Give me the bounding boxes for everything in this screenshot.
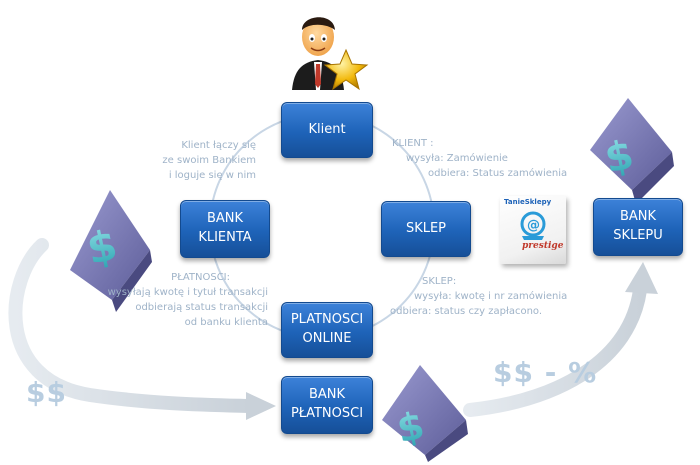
node-sklep-label: SKLEP	[405, 220, 447, 236]
money-right-label: $$ - %	[493, 356, 598, 389]
note-platnosci-line: wysyłają kwotę i tytuł transakcji	[107, 287, 268, 298]
node-bank-klienta: BANK KLIENTA	[180, 200, 270, 258]
shop-product-text: prestige	[522, 241, 564, 251]
note-klient-sklep-line: KLIENT :	[392, 138, 434, 149]
note-platnosci: PŁATNOSCI: wysyłają kwotę i tytuł transa…	[60, 270, 268, 330]
node-bank-klienta-line2: KLIENTA	[198, 230, 252, 245]
left-arrow-head	[246, 392, 276, 420]
note-klient-bank: Klient łączy się ze swoim Bankiem i logu…	[132, 138, 256, 183]
left-flow-arrow	[8, 238, 255, 413]
right-arrow-head	[625, 262, 658, 294]
node-platnosci-line2: ONLINE	[302, 331, 352, 346]
note-platnosci-line: odbierają status transakcji	[135, 302, 268, 313]
star-icon	[323, 48, 369, 91]
node-bank-sklepu: BANK SKLEPU	[593, 198, 683, 256]
node-bank-sklepu-line1: BANK	[619, 209, 657, 225]
right-flow-arrow	[463, 283, 647, 417]
note-sklep-line: odbiera: status czy zapłacono.	[390, 306, 543, 317]
shop-logo-box: TanieSklepy @ prestige	[500, 196, 566, 264]
bank-dollar-icon-bottom: $	[382, 365, 468, 462]
note-sklep: SKLEP: wysyła: kwotę i nr zamówienia odb…	[390, 274, 567, 319]
node-klient: Klient	[281, 102, 373, 158]
bank-dollar-icon-right: $	[590, 98, 674, 204]
node-klient-label: Klient	[308, 121, 346, 137]
shop-brand-text: TanieSklepy	[504, 198, 552, 206]
note-klient-bank-line: Klient łączy się	[181, 140, 256, 151]
node-platnosci-line1: PLATNOSCI	[290, 312, 364, 328]
note-klient-bank-line: i loguje się w nim	[168, 170, 256, 181]
note-platnosci-line: od banku klienta	[184, 317, 268, 328]
note-klient-sklep-line: wysyła: Zamówienie	[406, 153, 508, 164]
node-bank-klienta-line1: BANK	[206, 211, 244, 227]
node-bank-platnosci-line1: BANK	[308, 387, 346, 403]
node-platnosci-online: PLATNOSCI ONLINE	[281, 302, 373, 358]
note-klient-bank-line: ze swoim Bankiem	[162, 155, 256, 166]
note-sklep-line: SKLEP:	[422, 276, 457, 287]
node-bank-sklepu-line2: SKLEPU	[613, 228, 663, 243]
note-klient-sklep-line: odbiera: Status zamówienia	[428, 168, 568, 179]
node-sklep: SKLEP	[381, 201, 471, 257]
shop-cart-icon: @	[520, 211, 546, 240]
note-sklep-line: wysyła: kwotę i nr zamówienia	[414, 291, 568, 302]
node-bank-platnosci-line2: PŁATNOSCI	[290, 406, 364, 421]
note-klient-sklep: KLIENT : wysyła: Zamówienie odbiera: Sta…	[392, 136, 567, 181]
svg-text:@: @	[527, 218, 540, 233]
bank-dollar-icon-left: $	[70, 190, 152, 312]
note-platnosci-line: PŁATNOSCI:	[171, 272, 230, 283]
node-bank-platnosci: BANK PŁATNOSCI	[281, 376, 373, 434]
money-left-label: $$	[26, 376, 67, 409]
